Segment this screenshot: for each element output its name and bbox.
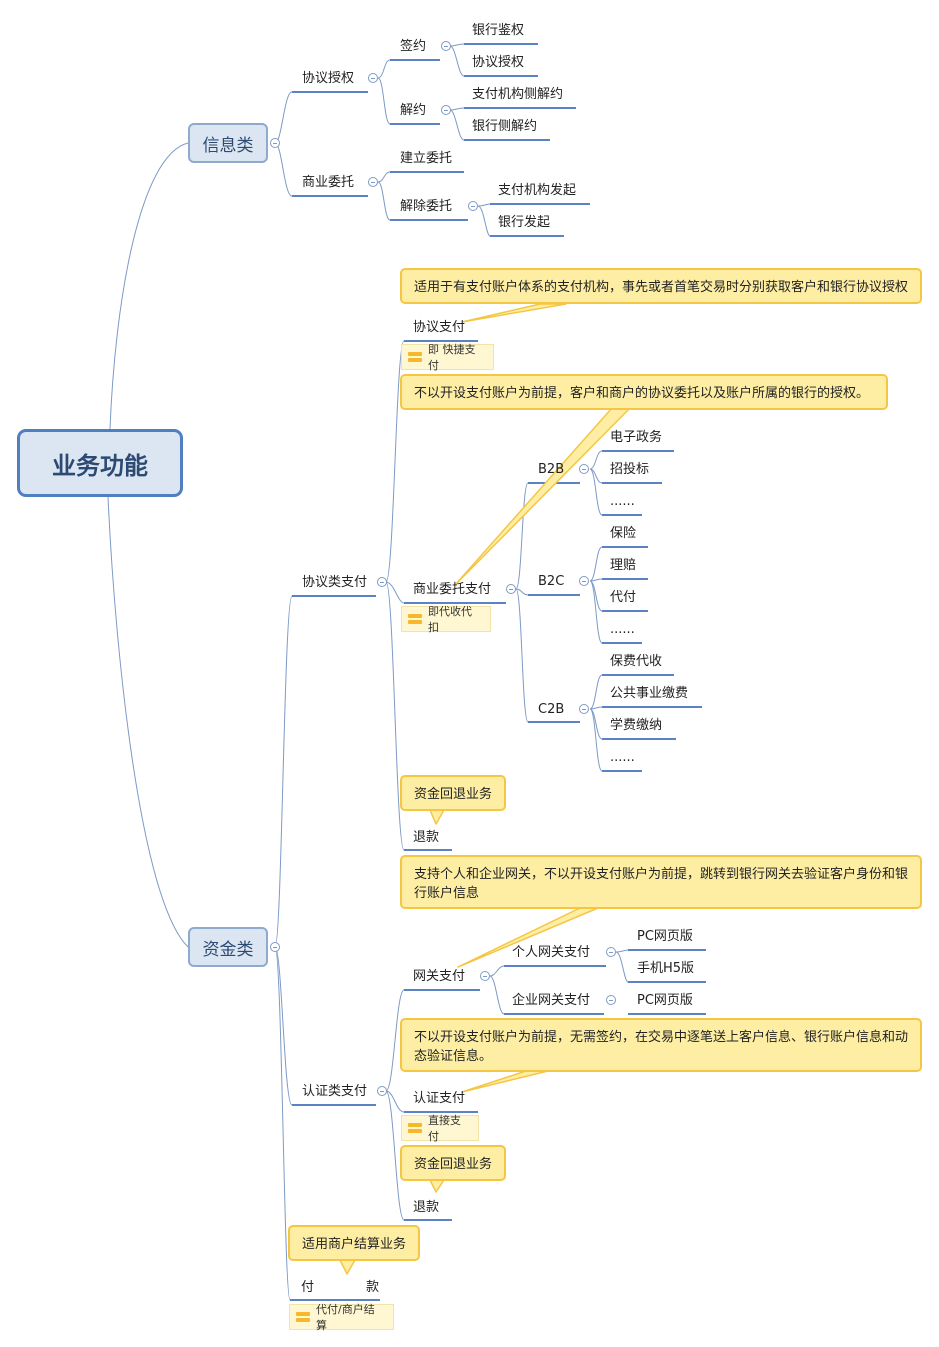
topic-cancel[interactable]: 解约 (400, 103, 427, 118)
label-icon (296, 1312, 310, 1324)
topic-institution-cancel[interactable]: 支付机构侧解约 (472, 87, 564, 102)
topic-agreement-payment[interactable]: 协议支付 (413, 320, 466, 335)
topic-e-government[interactable]: 电子政务 (610, 430, 663, 445)
label-collect-deduct: 即代收代扣 (401, 605, 491, 634)
topic-premium-collection[interactable]: 保费代收 (610, 654, 663, 669)
note-gateway-payment: 支持个人和企业网关，不以开设支付账户为前提，跳转到银行网关去验证客户身份和银行账… (400, 855, 922, 909)
topic-personal-gateway[interactable]: 个人网关支付 (512, 945, 591, 960)
note-refund-business-2: 资金回退业务 (400, 1145, 506, 1181)
topic-payment[interactable]: 付 款 (301, 1280, 380, 1295)
label-icon (408, 614, 422, 626)
topic-enterprise-gateway[interactable]: 企业网关支付 (512, 993, 591, 1008)
label-icon (408, 352, 422, 364)
collapse-icon[interactable] (579, 464, 589, 474)
collapse-icon[interactable] (579, 704, 589, 714)
topic-agreement-auth-2[interactable]: 协议授权 (472, 55, 525, 70)
collapse-icon[interactable] (270, 942, 280, 952)
topic-pc-web-2[interactable]: PC网页版 (637, 993, 693, 1008)
label-direct-payment: 直接支付 (401, 1114, 479, 1143)
topic-institution-initiate[interactable]: 支付机构发起 (498, 183, 577, 198)
topic-b2b-more[interactable]: ...... (610, 494, 635, 509)
label-payout-settlement-text: 代付/商户结算 (316, 1303, 375, 1332)
topic-pc-web-1[interactable]: PC网页版 (637, 929, 693, 944)
collapse-icon[interactable] (506, 584, 516, 594)
collapse-icon[interactable] (606, 995, 616, 1005)
topic-b2c[interactable]: B2C (538, 574, 565, 589)
topic-commercial-entrust[interactable]: 商业委托 (302, 175, 355, 190)
topic-gateway-payment[interactable]: 网关支付 (413, 969, 466, 984)
label-payout-settlement: 代付/商户结算 (289, 1303, 394, 1332)
collapse-icon[interactable] (606, 947, 616, 957)
topic-agreement-auth[interactable]: 协议授权 (302, 71, 355, 86)
collapse-icon[interactable] (368, 73, 378, 83)
topic-mobile-h5[interactable]: 手机H5版 (637, 961, 695, 976)
topic-auth-payment[interactable]: 认证支付 (413, 1091, 466, 1106)
collapse-icon[interactable] (579, 576, 589, 586)
topic-tuition-payment[interactable]: 学费缴纳 (610, 718, 663, 733)
note-refund-business-1: 资金回退业务 (400, 775, 506, 811)
topic-fund-class[interactable]: 资金类 (188, 927, 268, 967)
note-agreement-payment: 适用于有支付账户体系的支付机构，事先或者首笔交易时分别获取客户和银行协议授权 (400, 268, 922, 304)
topic-bidding[interactable]: 招投标 (610, 462, 650, 477)
topic-utility-payment[interactable]: 公共事业缴费 (610, 686, 689, 701)
topic-refund-2[interactable]: 退款 (413, 1200, 440, 1215)
note-auth-payment: 不以开设支付账户为前提，无需签约，在交易中逐笔送上客户信息、银行账户信息和动态验… (400, 1018, 922, 1072)
topic-agreement-payment-class[interactable]: 协议类支付 (302, 575, 368, 590)
collapse-icon[interactable] (377, 577, 387, 587)
collapse-icon[interactable] (441, 41, 451, 51)
topic-bank-auth[interactable]: 银行鉴权 (472, 23, 525, 38)
note-merchant-settlement: 适用商户结算业务 (288, 1225, 420, 1261)
topic-bank-cancel[interactable]: 银行侧解约 (472, 119, 538, 134)
topic-payout[interactable]: 代付 (610, 590, 637, 605)
topic-c2b-more[interactable]: ...... (610, 750, 635, 765)
root-topic[interactable]: 业务功能 (17, 429, 183, 497)
note-commercial-entrust-payment: 不以开设支付账户为前提，客户和商户的协议委托以及账户所属的银行的授权。 (400, 374, 888, 410)
collapse-icon[interactable] (441, 105, 451, 115)
collapse-icon[interactable] (480, 971, 490, 981)
topic-release-entrust[interactable]: 解除委托 (400, 199, 453, 214)
collapse-icon[interactable] (377, 1086, 387, 1096)
topic-create-entrust[interactable]: 建立委托 (400, 151, 453, 166)
collapse-icon[interactable] (270, 138, 280, 148)
topic-commercial-entrust-payment[interactable]: 商业委托支付 (413, 582, 492, 597)
label-direct-payment-text: 直接支付 (428, 1114, 461, 1143)
label-icon (408, 1123, 422, 1135)
collapse-icon[interactable] (468, 201, 478, 211)
topic-refund-1[interactable]: 退款 (413, 830, 440, 845)
topic-auth-payment-class[interactable]: 认证类支付 (302, 1084, 368, 1099)
topic-bank-initiate[interactable]: 银行发起 (498, 215, 551, 230)
topic-b2c-more[interactable]: ...... (610, 622, 635, 637)
topic-sign[interactable]: 签约 (400, 39, 427, 54)
topic-info-class[interactable]: 信息类 (188, 123, 268, 163)
label-quick-payment-text: 即 快捷支付 (428, 343, 476, 372)
topic-b2b[interactable]: B2B (538, 462, 565, 477)
collapse-icon[interactable] (368, 177, 378, 187)
label-quick-payment: 即 快捷支付 (401, 343, 494, 372)
topic-claims[interactable]: 理赔 (610, 558, 637, 573)
topic-insurance[interactable]: 保险 (610, 526, 637, 541)
label-collect-deduct-text: 即代收代扣 (428, 605, 472, 634)
topic-c2b[interactable]: C2B (538, 702, 565, 717)
